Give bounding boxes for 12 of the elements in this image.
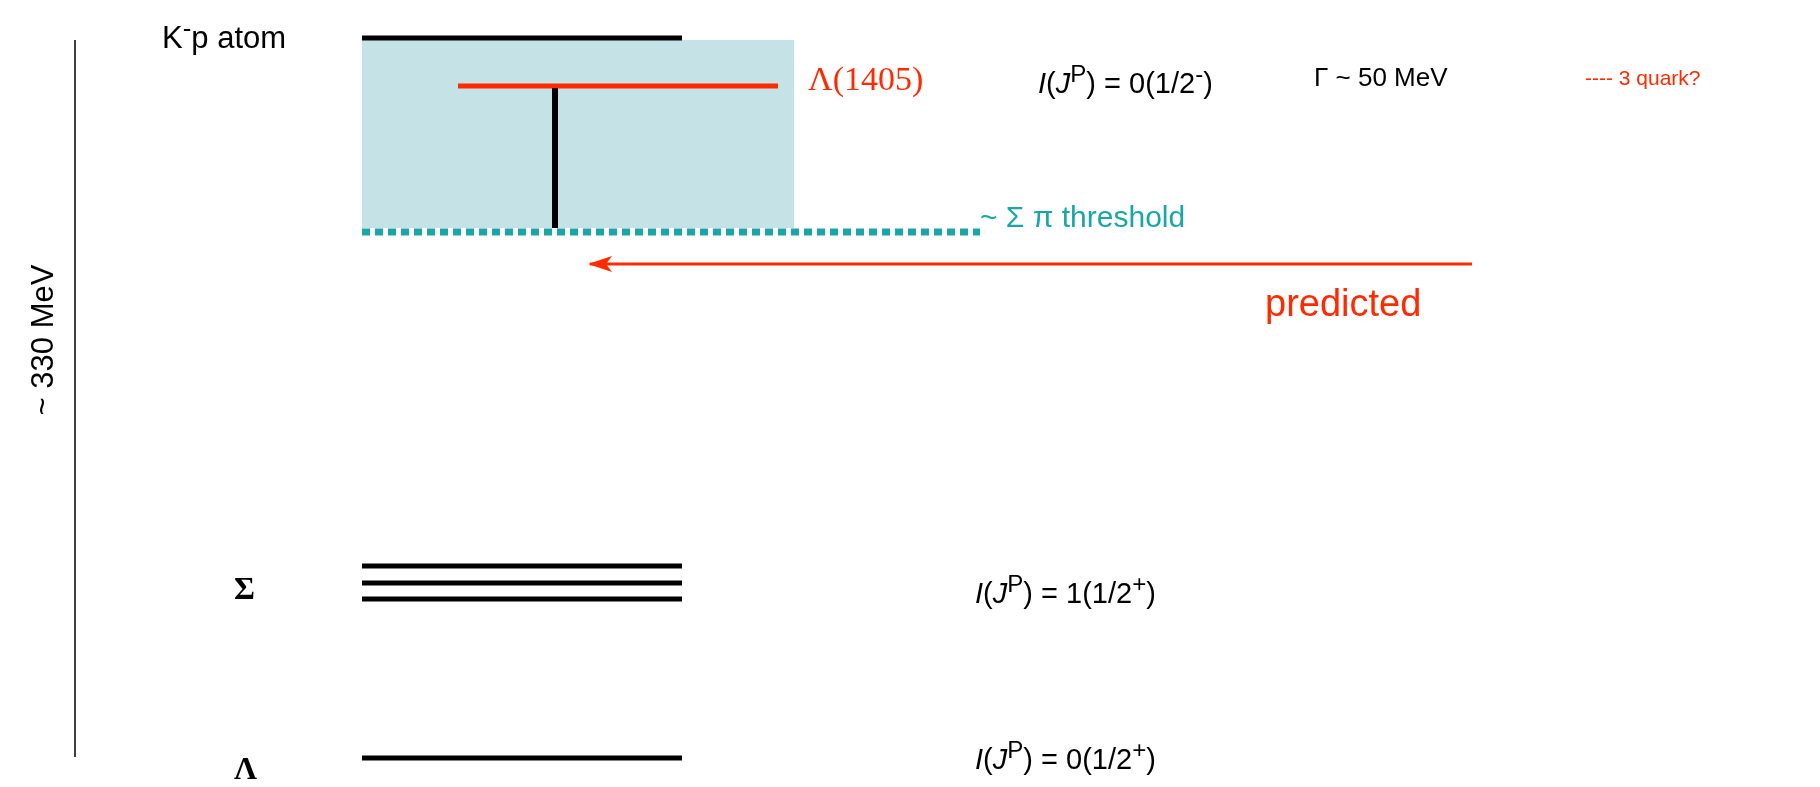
threshold-label: ~ Σ π threshold — [980, 202, 1186, 232]
energy-label: ~ 330 MeV — [26, 264, 58, 416]
width-label: Γ ~ 50 MeV — [1314, 64, 1448, 90]
arrow-label: predicted — [1265, 284, 1422, 322]
state-label: K$^{-}$p atom — [162, 16, 287, 54]
note: ---- 3 quark? — [1585, 67, 1701, 88]
quantum-numbers: I(J$^{P}$) = 0(1/2$^{+}$) — [975, 738, 1156, 774]
state-label: Λ — [234, 752, 257, 784]
state-label: Σ — [234, 572, 255, 604]
state-label: Λ(1405) — [808, 62, 924, 96]
quantum-numbers: I(J$^{P}$) = 1(1/2$^{+}$) — [975, 572, 1156, 608]
quantum-numbers: I(J$^{P}$) = 0(1/2$^{-}$) — [1038, 62, 1213, 98]
